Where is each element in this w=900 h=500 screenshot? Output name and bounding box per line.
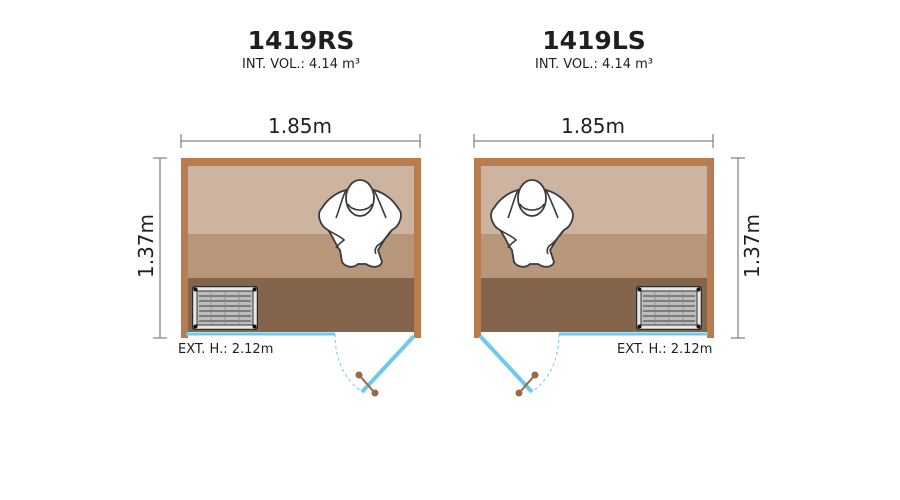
door-swing-arc-right — [531, 333, 560, 393]
floorplan-right — [473, 134, 745, 397]
floorplan-left — [153, 134, 421, 397]
depth-dimension-right — [731, 157, 745, 339]
glass-door-right — [478, 334, 534, 394]
width-dimension-right — [473, 134, 714, 148]
ext-height-right: EXT. H.: 2.12m — [617, 342, 713, 357]
width-label-left: 1.85m — [267, 114, 332, 138]
model-title-left: 1419RS — [247, 26, 355, 55]
sauna-heater-icon — [636, 286, 702, 330]
sauna-heater-icon — [192, 286, 258, 330]
depth-dimension-left — [153, 157, 167, 339]
door-handle-icon — [515, 371, 539, 397]
volume-left: INT. VOL.: 4.14 m³ — [242, 57, 360, 72]
door-handle-icon — [355, 371, 379, 397]
width-label-right: 1.85m — [560, 114, 625, 138]
model-title-right: 1419LS — [542, 26, 646, 55]
ext-height-left: EXT. H.: 2.12m — [178, 342, 274, 357]
glass-door-left — [360, 334, 416, 394]
volume-right: INT. VOL.: 4.14 m³ — [535, 57, 653, 72]
door-swing-arc-left — [334, 333, 363, 393]
width-dimension-left — [180, 134, 421, 148]
